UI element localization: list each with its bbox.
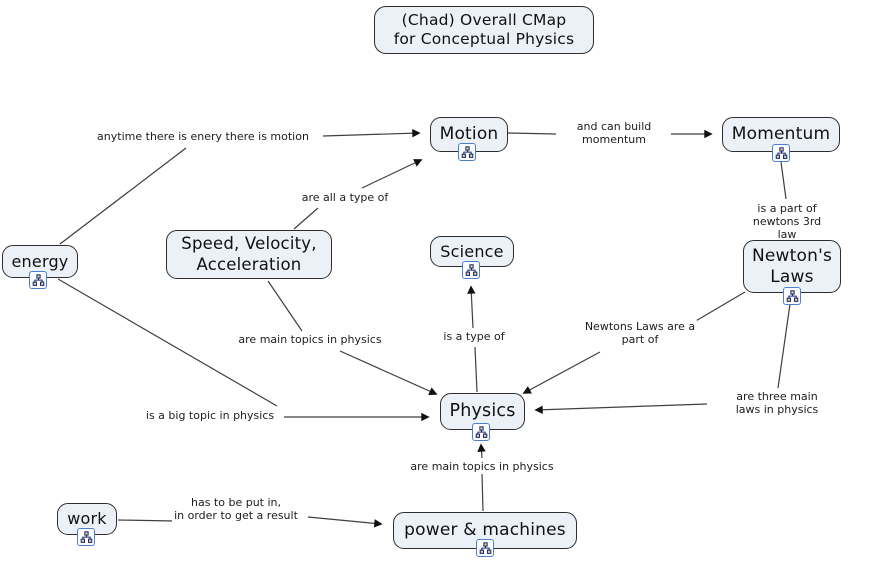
edge-label-energy-motion[interactable]: anytime there is enery there is motion bbox=[95, 130, 311, 143]
edge-label-newtons-physics-laws[interactable]: are three main laws in physics bbox=[733, 390, 821, 416]
node-newtons-laws[interactable]: Newton's Laws bbox=[743, 240, 841, 293]
edge-label-newtons-physics-part[interactable]: Newtons Laws are a part of bbox=[582, 320, 698, 346]
edge-label-physics-science[interactable]: is a type of bbox=[441, 330, 507, 343]
edge-label-sva-motion[interactable]: are all a type of bbox=[299, 191, 391, 204]
edge-label-momentum-newtons[interactable]: is a part of newtons 3rd law bbox=[742, 202, 832, 241]
edge-label-energy-physics[interactable]: is a big topic in physics bbox=[143, 409, 277, 422]
edge-label-sva-physics[interactable]: are main topics in physics bbox=[236, 333, 384, 346]
node-momentum[interactable]: Momentum bbox=[722, 117, 840, 152]
node-speed-velocity-acceleration[interactable]: Speed, Velocity, Acceleration bbox=[166, 230, 332, 279]
edge-label-power-physics[interactable]: are main topics in physics bbox=[408, 460, 556, 473]
edge-label-motion-momentum[interactable]: and can build momentum bbox=[574, 120, 654, 146]
cmap-sitemap-icon[interactable] bbox=[772, 144, 790, 162]
cmap-sitemap-icon[interactable] bbox=[472, 423, 490, 441]
node-energy[interactable]: energy bbox=[2, 245, 78, 278]
cmap-sitemap-icon[interactable] bbox=[77, 528, 95, 546]
cmap-sitemap-icon[interactable] bbox=[476, 539, 494, 557]
cmap-sitemap-icon[interactable] bbox=[462, 261, 480, 279]
cmap-sitemap-icon[interactable] bbox=[29, 271, 47, 289]
cmap-sitemap-icon[interactable] bbox=[458, 143, 476, 161]
node-motion[interactable]: Motion bbox=[430, 117, 508, 152]
title-box[interactable]: (Chad) Overall CMap for Conceptual Physi… bbox=[374, 6, 594, 54]
edge-label-work-power[interactable]: has to be put in, in order to get a resu… bbox=[172, 496, 300, 522]
cmap-sitemap-icon[interactable] bbox=[783, 287, 801, 305]
